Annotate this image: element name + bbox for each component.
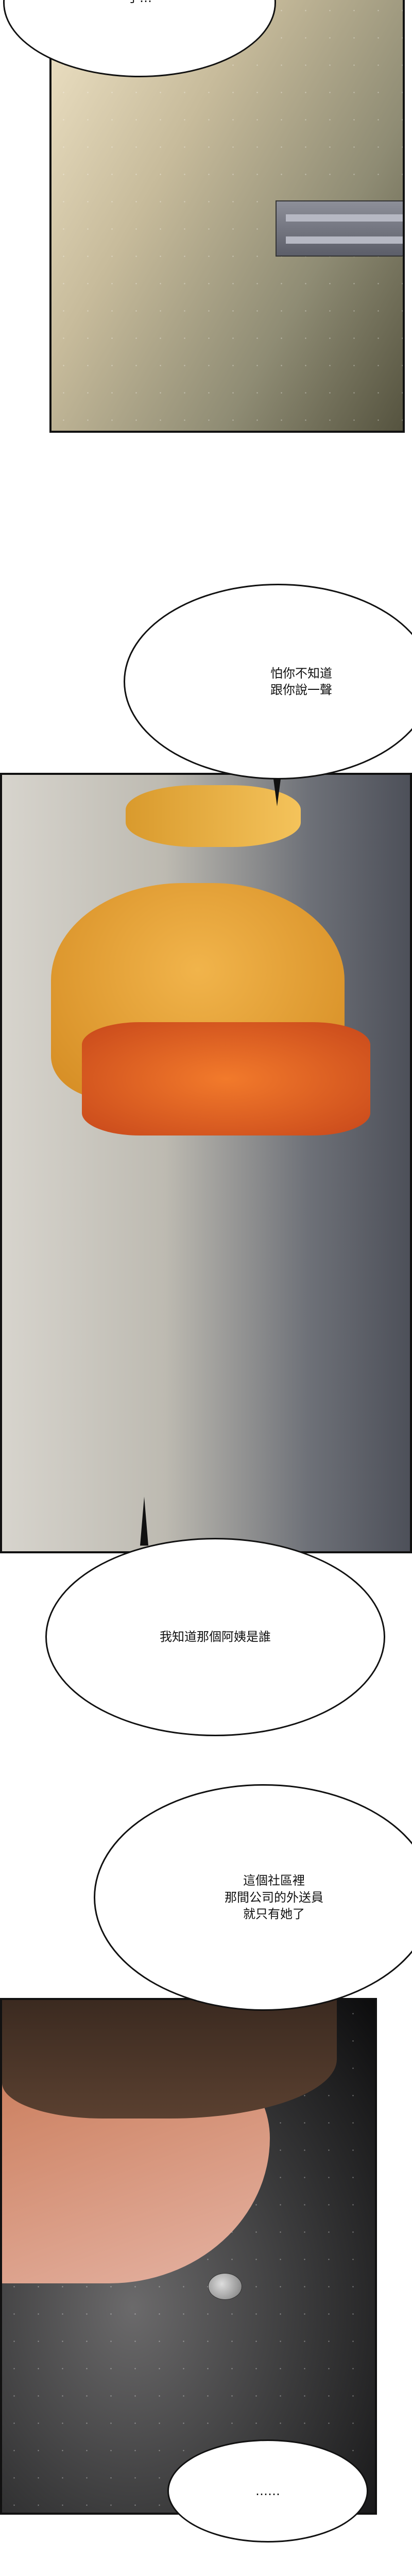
speech-bubble-4: ……: [167, 2439, 368, 2543]
comic-panel-2: [0, 773, 412, 1553]
skirt-shape: [82, 1022, 370, 1136]
bubble-text: 我知道那個阿姨是誰: [160, 1630, 271, 1645]
visor-shape: [126, 785, 301, 847]
bubble-tail: [140, 1497, 148, 1546]
bubble-text: ……: [255, 2483, 280, 2498]
bubble-tail: [273, 775, 281, 806]
speech-bubble-2: 我知道那個阿姨是誰: [45, 1538, 385, 1736]
bubble-text: 這個社區裡 那間公司的外送員 就只有她了: [225, 1873, 323, 1922]
speech-bubble-3: 這個社區裡 那間公司的外送員 就只有她了: [94, 1784, 412, 2011]
hair-shape: [2, 2000, 337, 2119]
bubble-text: 亅…: [127, 0, 152, 6]
sweat-drop: [208, 2273, 242, 2300]
ceiling-vent: [276, 200, 403, 257]
comic-panel-3: [0, 1998, 377, 2515]
speech-bubble-1: 怕你不知道 跟你說一聲: [124, 584, 412, 779]
bubble-text: 怕你不知道 跟你說一聲: [270, 666, 332, 697]
